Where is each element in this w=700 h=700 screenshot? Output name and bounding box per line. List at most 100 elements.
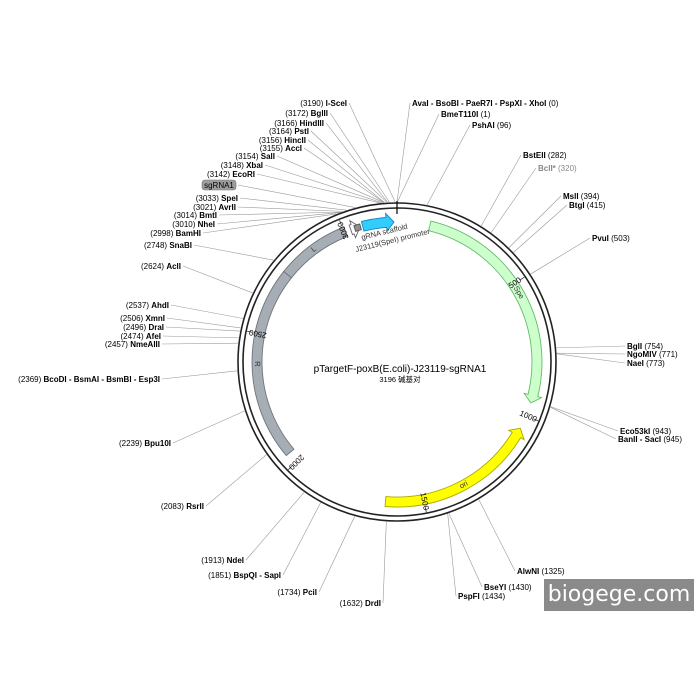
site-name: Eco53kI [620, 427, 652, 436]
site-leader-line [426, 124, 471, 205]
restriction-site-label: (3156) HincII [259, 136, 306, 145]
bp-tick-label: 2500 [248, 328, 268, 341]
site-position: (3155) [260, 144, 285, 153]
site-name: AfeI [146, 332, 161, 341]
restriction-site-label: BanII - SacI (945) [618, 435, 682, 444]
feature-spec-arc [428, 220, 543, 404]
site-position: (3172) [285, 109, 310, 118]
site-leader-line [325, 122, 388, 203]
site-leader-line [550, 407, 617, 440]
site-position: (3148) [221, 161, 246, 170]
site-name: SnaBI [169, 241, 192, 250]
site-leader-line [556, 345, 626, 349]
bp-tick-mark [424, 507, 427, 513]
site-position: (2496) [123, 323, 148, 332]
restriction-site-label: BclI* (320) [538, 164, 577, 173]
site-position: (3156) [259, 136, 284, 145]
restriction-site-label: (2496) DraI [123, 323, 164, 332]
site-leader-line [165, 326, 241, 332]
site-position: (1734) [277, 588, 302, 597]
site-leader-line [166, 317, 241, 329]
site-name: AhdI [151, 301, 169, 310]
bp-tick-label: 1500 [418, 492, 430, 512]
feature-sgRNA1-arc [353, 223, 362, 232]
backbone-outer-circle [237, 202, 557, 522]
site-leader-line [382, 521, 387, 604]
site-name: PstI [294, 127, 309, 136]
site-leader-line [513, 204, 568, 253]
restriction-site-label: (3172) BglII [285, 109, 328, 118]
restriction-site-label: (3142) EcoRI [207, 170, 255, 179]
site-leader-line [216, 212, 340, 225]
restriction-site-label: (1734) PciI [277, 588, 317, 597]
site-name: XbaI [246, 161, 263, 170]
site-name: SpeI [221, 194, 238, 203]
restriction-site-label: (3155) AccI [260, 144, 302, 153]
site-leader-line [162, 335, 239, 339]
feature-gRNA-arc [360, 212, 395, 233]
site-position: (3010) [172, 220, 197, 229]
site-name: SalI [261, 152, 275, 161]
site-position: (2083) [161, 502, 186, 511]
site-name: AvrII [219, 203, 237, 212]
site-name: AclI [166, 262, 181, 271]
site-leader-line [202, 213, 337, 234]
restriction-site-label: NaeI (773) [627, 359, 665, 368]
site-leader-line [490, 167, 537, 233]
site-position: (3154) [235, 152, 260, 161]
site-name: MslI [563, 192, 581, 201]
restriction-site-label: (3154) SalI [235, 152, 275, 161]
site-name: NaeI [627, 359, 646, 368]
restriction-site-label: (2998) BamHI [150, 229, 201, 238]
site-position: (3021) [193, 203, 218, 212]
site-position: (2457) [105, 340, 130, 349]
restriction-site-label: (3190) I-SceI [300, 99, 347, 108]
site-leader-line [245, 492, 305, 561]
feature-R-label: R [253, 361, 262, 367]
site-leader-line [448, 513, 483, 588]
site-name: AlwNI [517, 567, 541, 576]
restriction-site-label: PspFI (1434) [458, 592, 505, 601]
site-leader-line [480, 154, 522, 227]
restriction-site-label: (2457) NmeAIII [105, 340, 160, 349]
site-name: HindIII [300, 119, 324, 128]
site-position: (1430) [508, 583, 531, 592]
restriction-site-label: BtgI (415) [569, 201, 606, 210]
sgRNA1-badge [201, 179, 237, 191]
site-position: (2624) [141, 262, 166, 271]
restriction-site-label: (3164) PstI [269, 127, 309, 136]
map-subtitle: 3196 碱基对 [379, 374, 421, 384]
restriction-site-label: BglI (754) [627, 342, 663, 351]
feature-L-arc [283, 226, 349, 279]
feature-L-label: L [309, 244, 318, 254]
site-name: PvuI [592, 234, 611, 243]
watermark-badge: biogege.com [544, 579, 694, 611]
site-leader-line [193, 244, 274, 261]
site-leader-line [303, 147, 385, 203]
restriction-site-label: (2239) Bpu10I [119, 439, 171, 448]
site-leader-line [396, 102, 411, 203]
site-position: (96) [497, 121, 512, 130]
restriction-site-label: (1913) NdeI [201, 556, 244, 565]
site-name: BanII - SacI [618, 435, 663, 444]
site-leader-line [205, 454, 267, 507]
restriction-site-label: (3166) HindIII [274, 119, 324, 128]
bp-tick-mark [247, 330, 253, 333]
site-leader-line [218, 211, 341, 216]
bp-tick-mark [288, 465, 293, 470]
bp-tick-mark [339, 220, 342, 226]
site-leader-line [172, 410, 245, 444]
restriction-site-label: (1632) DrdI [340, 599, 381, 608]
site-name: BglI [627, 342, 644, 351]
bp-tick-mark [533, 418, 539, 422]
bp-tick-label: 2000 [286, 453, 305, 472]
site-position: (2748) [144, 241, 169, 250]
site-name: NmeAIII [130, 340, 160, 349]
site-name: PshAI [472, 121, 497, 130]
site-name: XmnI [145, 314, 165, 323]
restriction-site-label: (2083) RsrII [161, 502, 204, 511]
site-name: AccI [285, 144, 302, 153]
site-name: NheI [198, 220, 215, 229]
